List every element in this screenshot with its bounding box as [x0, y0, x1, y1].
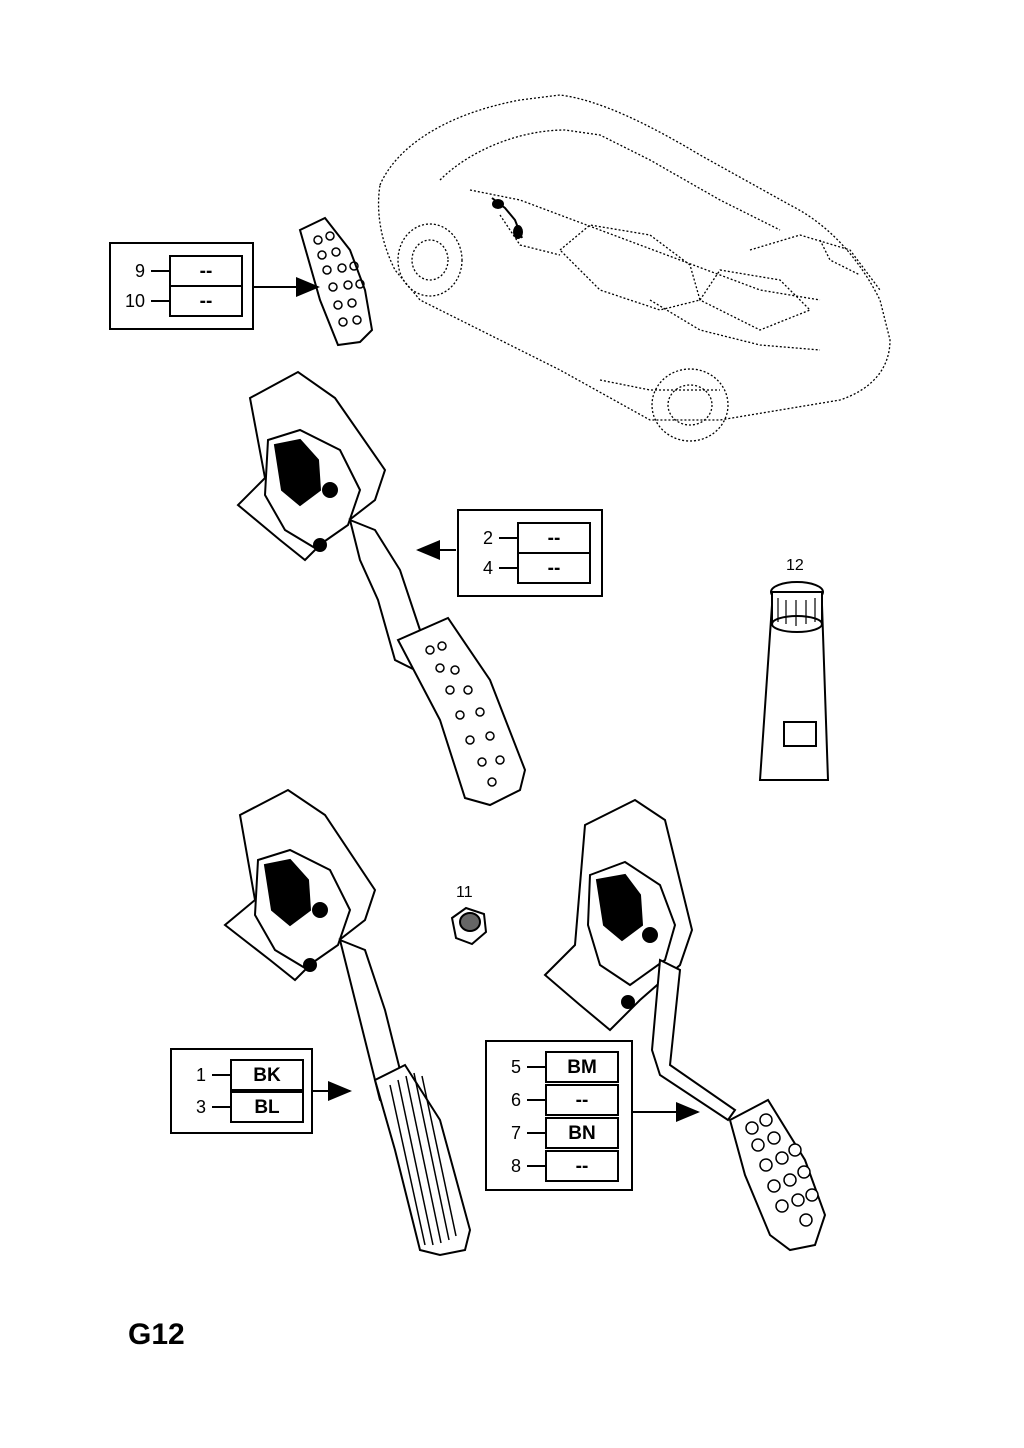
callout-items-9-10: 9 -- 10 -- [109, 242, 254, 330]
item-number: 7 [510, 1123, 521, 1143]
leader-line [527, 1066, 545, 1068]
item-code: -- [169, 285, 243, 317]
callout-row: 10 -- [111, 285, 251, 317]
item-code: BK [230, 1059, 304, 1091]
item-code: BL [230, 1091, 304, 1123]
part-label-12: 12 [786, 557, 804, 574]
grease-tube-illustration [758, 581, 830, 781]
callout-row: 3 BL [172, 1091, 312, 1123]
item-code: -- [545, 1150, 619, 1182]
callout-row: 6 -- [487, 1084, 627, 1116]
leader-line [212, 1074, 230, 1076]
item-number: 9 [134, 261, 145, 281]
nut-illustration [450, 906, 488, 946]
callout-row: 4 -- [459, 552, 599, 584]
pedal-assembly-lower-left-illustration [223, 788, 472, 1257]
car-illustration [377, 94, 891, 442]
item-number: 2 [482, 528, 493, 548]
callout-row: 1 BK [172, 1059, 312, 1091]
item-code: BM [545, 1051, 619, 1083]
pedal-pad-illustration [298, 216, 374, 347]
leader-line [151, 300, 169, 302]
item-number: 4 [482, 558, 493, 578]
item-code: -- [169, 255, 243, 287]
callout-row: 7 BN [487, 1117, 627, 1149]
item-number: 3 [195, 1097, 206, 1117]
callout-row: 8 -- [487, 1150, 627, 1182]
leader-line [212, 1106, 230, 1108]
leader-line [499, 567, 517, 569]
pedal-assembly-upper-illustration [236, 370, 527, 807]
callout-row: 2 -- [459, 522, 599, 554]
item-number: 1 [195, 1065, 206, 1085]
leader-line [151, 270, 169, 272]
leader-line [527, 1165, 545, 1167]
item-number: 5 [510, 1057, 521, 1077]
pedal-location-marker [491, 197, 523, 239]
item-code: -- [517, 552, 591, 584]
leader-line [499, 537, 517, 539]
item-number: 10 [124, 291, 145, 311]
callout-row: 9 -- [111, 255, 251, 287]
leader-line [527, 1099, 545, 1101]
item-code: BN [545, 1117, 619, 1149]
page-code: G12 [128, 1318, 185, 1351]
item-number: 8 [510, 1156, 521, 1176]
callout-items-5-8: 5 BM 6 -- 7 BN 8 -- [485, 1040, 633, 1191]
item-code: -- [545, 1084, 619, 1116]
leader-line [527, 1132, 545, 1134]
callout-items-1-3: 1 BK 3 BL [170, 1048, 313, 1134]
callout-arrows [254, 277, 700, 1122]
item-code: -- [517, 522, 591, 554]
item-number: 6 [510, 1090, 521, 1110]
part-label-11: 11 [456, 884, 473, 901]
pedal-assembly-lower-right-illustration [543, 798, 827, 1252]
callout-items-2-4: 2 -- 4 -- [457, 509, 603, 597]
callout-row: 5 BM [487, 1051, 627, 1083]
